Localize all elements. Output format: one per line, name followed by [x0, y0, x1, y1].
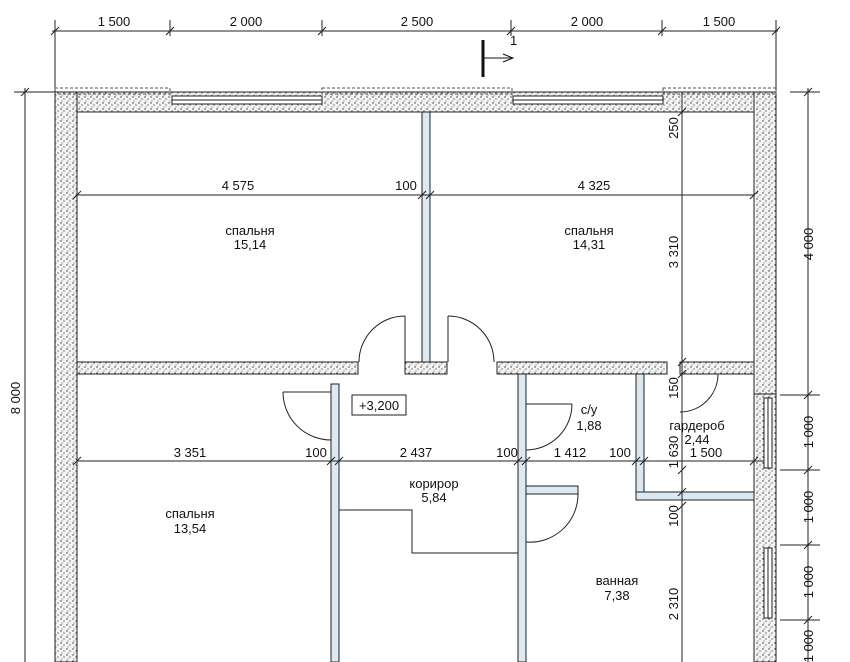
- room-area-bedroom-3: 13,54: [174, 521, 207, 536]
- room-labels: спальня 15,14 спальня 14,31 с/у 1,88 гар…: [165, 223, 724, 603]
- top-dim-2: 2 000: [230, 14, 263, 29]
- room-name-bathroom: ванная: [596, 573, 639, 588]
- room-name-bedroom-2: спальня: [564, 223, 613, 238]
- dim-lower-gap-1: 100: [305, 445, 327, 460]
- dim-bedroom-right: 4 325: [578, 178, 611, 193]
- dim-bath-height: 2 310: [666, 588, 681, 621]
- section-mark: 1: [481, 33, 517, 77]
- top-dim-1: 1 500: [98, 14, 131, 29]
- room-name-wc: с/у: [581, 402, 598, 417]
- top-windows: [54, 87, 777, 105]
- room-name-corridor: корирор: [409, 476, 458, 491]
- left-dim-label: 8 000: [8, 382, 23, 415]
- dim-bedroom-gap: 100: [395, 178, 417, 193]
- dim-lower-mid: 2 437: [400, 445, 433, 460]
- inner-dimensions: 4 575 100 4 325 250 3 310 150 1 630 100 …: [72, 92, 764, 662]
- dim-right-top: 250: [666, 117, 681, 139]
- room-area-corridor: 5,84: [421, 490, 446, 505]
- dim-lower-wardrobe: 1 500: [690, 445, 723, 460]
- room-name-bedroom-3: спальня: [165, 506, 214, 521]
- top-dim-5: 1 500: [703, 14, 736, 29]
- dim-wardrobe-v2: 1 630: [666, 436, 681, 469]
- right-dim-5: 1 000: [801, 630, 816, 662]
- room-area-wardrobe: 2,44: [684, 432, 709, 447]
- room-area-bedroom-2: 14,31: [573, 237, 606, 252]
- dim-lower-left: 3 351: [174, 445, 207, 460]
- dim-bedroom-left: 4 575: [222, 178, 255, 193]
- level-mark-label: +3,200: [359, 398, 399, 413]
- interior-walls: [76, 111, 755, 662]
- left-dimension: 8 000: [8, 87, 60, 662]
- section-mark-label: 1: [510, 33, 517, 48]
- dim-lower-gap-3: 100: [609, 445, 631, 460]
- right-dim-3: 1 000: [801, 491, 816, 524]
- right-dim-4: 1 000: [801, 566, 816, 599]
- dim-wardrobe-v1: 150: [666, 377, 681, 399]
- room-area-bedroom-1: 15,14: [234, 237, 267, 252]
- room-name-bedroom-1: спальня: [225, 223, 274, 238]
- right-dim-2: 1 000: [801, 416, 816, 449]
- dim-lower-gap-2: 100: [496, 445, 518, 460]
- right-windows: [763, 397, 773, 619]
- top-dim-3: 2 500: [401, 14, 434, 29]
- right-dim-1: 4 000: [801, 228, 816, 261]
- dim-lower-wc: 1 412: [554, 445, 587, 460]
- dim-bath-gap: 100: [666, 505, 681, 527]
- dim-right-height: 3 310: [666, 236, 681, 269]
- top-dimension-chain: 1 500 2 000 2 500 2 000 1 500: [50, 14, 781, 92]
- room-name-wardrobe: гардероб: [669, 418, 724, 433]
- right-dimension-chain: 4 000 1 000 1 000 1 000 1 000: [780, 87, 820, 662]
- top-dim-4: 2 000: [571, 14, 604, 29]
- level-mark: +3,200: [351, 394, 407, 416]
- room-area-wc: 1,88: [576, 418, 601, 433]
- doors: [282, 315, 719, 543]
- room-area-bathroom: 7,38: [604, 588, 629, 603]
